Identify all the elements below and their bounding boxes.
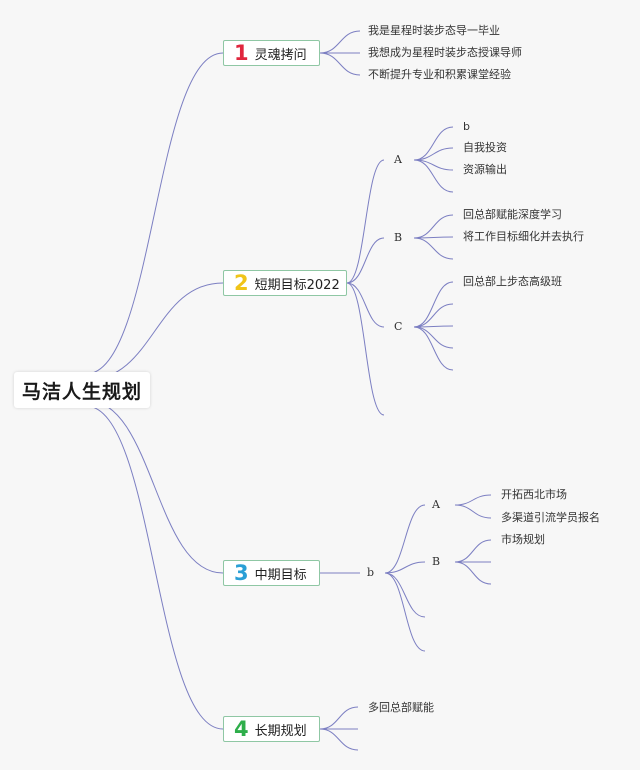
branch-3-topic[interactable]: 3 中期目标	[223, 560, 320, 586]
connector-9	[413, 147, 454, 161]
connector-22	[384, 561, 426, 574]
branch-3a-item-2[interactable]: 多渠道引流学员报名	[501, 511, 600, 524]
connector-4	[346, 159, 385, 284]
connector-5	[346, 237, 385, 284]
connector-30	[319, 706, 359, 730]
connector-25	[454, 494, 492, 506]
branch-4-item-1[interactable]: 多回总部赋能	[368, 701, 434, 714]
branch-2-number: 2	[234, 270, 249, 295]
connector-24	[384, 572, 426, 652]
connector-15	[413, 281, 454, 328]
branch-2a-item-1[interactable]: b	[463, 120, 470, 133]
branch-2c-item-1[interactable]: 回总部上步态高级班	[463, 275, 562, 288]
branch-1-label: 灵魂拷问	[254, 47, 307, 63]
branch-1-number: 1	[234, 40, 249, 65]
root-to-branch-1	[85, 52, 224, 375]
connector-32	[319, 728, 359, 751]
connector-6	[346, 282, 385, 328]
connector-23	[384, 572, 426, 618]
connector-12	[413, 214, 454, 239]
root-to-branch-4	[85, 405, 224, 730]
connector-3	[319, 52, 361, 76]
branch-2-sub-c[interactable]: C	[394, 320, 403, 333]
branch-4-number: 4	[234, 716, 249, 741]
connector-26	[454, 504, 492, 519]
branch-4-topic[interactable]: 4 长期规划	[223, 716, 320, 742]
branch-3-number: 3	[234, 560, 249, 585]
branch-2b-item-1[interactable]: 回总部赋能深度学习	[463, 208, 562, 221]
branch-2b-item-2[interactable]: 将工作目标细化并去执行	[463, 230, 584, 243]
branch-3-sub-a[interactable]: A	[432, 498, 440, 511]
branch-1-item-1[interactable]: 我是星程时装步态导一毕业	[368, 24, 500, 37]
connector-11	[413, 159, 454, 193]
branch-3-mid-b[interactable]: b	[367, 566, 375, 579]
branch-2-sub-a[interactable]: A	[394, 153, 402, 166]
connector-18	[413, 326, 454, 349]
root-topic-label: 马洁人生规划	[21, 380, 142, 403]
connector-1	[319, 30, 361, 54]
branch-2a-item-2[interactable]: 自我投资	[463, 141, 507, 154]
connector-19	[413, 326, 454, 371]
branch-3b-item-1[interactable]: 市场规划	[501, 533, 545, 546]
branch-3-sub-b[interactable]: B	[432, 555, 441, 568]
branch-2-sub-b[interactable]: B	[394, 231, 403, 244]
branch-4-label: 长期规划	[254, 723, 307, 739]
branch-1-topic[interactable]: 1 灵魂拷问	[223, 40, 320, 66]
connector-7	[346, 282, 385, 416]
branch-2a-item-3[interactable]: 资源输出	[463, 163, 507, 176]
root-topic[interactable]: 马洁人生规划	[14, 372, 150, 408]
connector-16	[413, 303, 454, 328]
connector-8	[413, 126, 454, 161]
branch-2-label: 短期目标2022	[254, 277, 340, 293]
branch-2-topic[interactable]: 2 短期目标2022	[223, 270, 347, 296]
connector-27	[454, 539, 492, 563]
connector-21	[384, 504, 426, 574]
branch-1-item-2[interactable]: 我想成为星程时装步态授课导师	[368, 46, 522, 59]
connector-29	[454, 561, 492, 585]
branch-3-label: 中期目标	[254, 567, 307, 583]
branch-3a-item-1[interactable]: 开拓西北市场	[501, 488, 567, 501]
root-to-branch-3	[85, 399, 224, 574]
branch-1-item-3[interactable]: 不断提升专业和积累课堂经验	[368, 68, 511, 81]
root-to-branch-2	[85, 282, 224, 381]
connector-14	[413, 237, 454, 260]
